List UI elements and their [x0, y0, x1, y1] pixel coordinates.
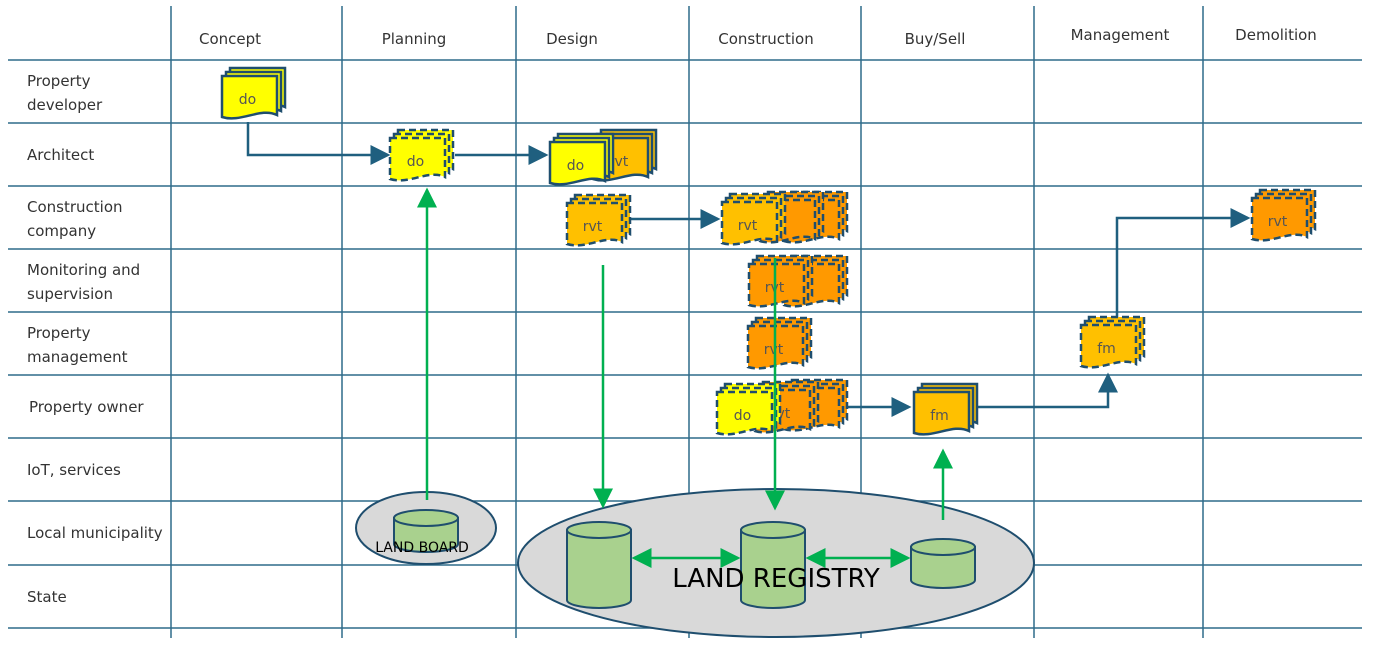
document-fm-icon: fm	[912, 382, 979, 436]
registry-database-icon	[566, 521, 632, 609]
flow-arrow	[1115, 208, 1251, 318]
land-registry-label: LAND REGISTRY	[672, 564, 880, 594]
document-rvt-icon: rvt	[565, 193, 632, 247]
registry-database-icon	[910, 538, 976, 589]
phase-header: Construction	[718, 30, 814, 48]
actor-label: Property	[27, 324, 91, 342]
document-do-icon: do	[220, 66, 287, 120]
land-board-label: LAND BOARD	[375, 540, 469, 556]
phase-header: Buy/Sell	[905, 30, 966, 48]
document-do-icon: do	[548, 132, 615, 186]
phase-headers: Concept Planning Design Construction Buy/Sel…	[199, 26, 1317, 48]
actor-label: IoT, services	[27, 461, 121, 479]
document-type-label: fm	[930, 408, 949, 424]
document-rvt-icon: rvt	[1250, 188, 1317, 242]
document-type-label: do	[567, 158, 584, 174]
actor-label: Architect	[27, 146, 94, 164]
phase-header: Concept	[199, 30, 261, 48]
actor-label: developer	[27, 96, 103, 114]
document-rvt-icon: rvt	[720, 192, 787, 246]
document-type-label: rvt	[583, 219, 603, 235]
document-rvt-icon: rvt	[747, 254, 814, 308]
document-do-icon: do	[388, 128, 455, 182]
actor-label: supervision	[27, 285, 113, 303]
land-board-database-icon	[393, 509, 459, 553]
actor-label: Property	[27, 72, 91, 90]
actor-label: Monitoring and	[27, 261, 140, 279]
document-type-label: fm	[1097, 341, 1116, 357]
phase-header: Demolition	[1235, 26, 1317, 44]
flow-arrows	[246, 122, 1251, 417]
data-flow-arrows	[417, 187, 953, 568]
actor-label: State	[27, 588, 67, 606]
document-type-label: do	[734, 408, 751, 424]
actor-label: Local municipality	[27, 524, 163, 542]
document-type-label: rvt	[1268, 214, 1288, 230]
actor-label: Construction	[27, 198, 123, 216]
document-type-label: do	[407, 154, 424, 170]
flow-arrow	[246, 122, 391, 165]
phase-header: Design	[546, 30, 598, 48]
actor-label: Property owner	[29, 398, 144, 416]
database-layer: LAND BOARD LAND REGISTRY	[355, 488, 1035, 638]
actor-label: management	[27, 348, 128, 366]
document-type-label: rvt	[738, 218, 758, 234]
document-fm-icon: fm	[1079, 315, 1146, 369]
document-do-icon: do	[715, 382, 782, 436]
phase-header: Planning	[382, 30, 447, 48]
document-rvt-icon: rvt	[746, 316, 813, 370]
actor-label: company	[27, 222, 96, 240]
phase-header: Management	[1071, 26, 1170, 44]
flow-arrow	[976, 372, 1118, 409]
registry-database-icon	[740, 521, 806, 609]
document-type-label: do	[239, 92, 256, 108]
